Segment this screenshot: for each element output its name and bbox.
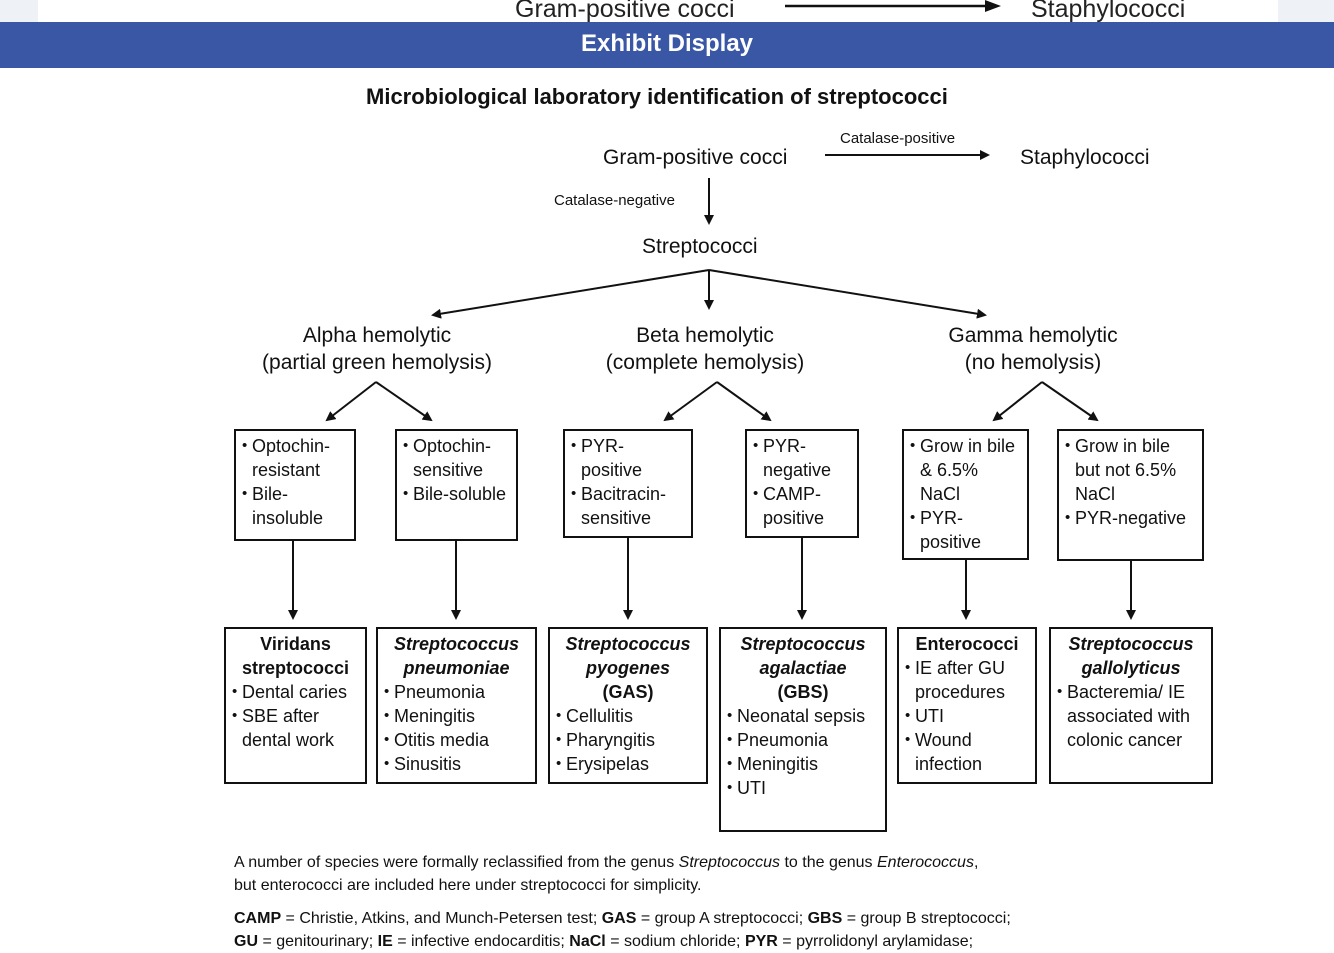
footnote-abbreviations: CAMP = Christie, Atkins, and Munch-Peter… bbox=[234, 907, 1011, 953]
result-item: Pneumonia bbox=[384, 680, 529, 704]
result-name: Streptococcus gallolyticus bbox=[1068, 634, 1194, 678]
top-scroll-strip: Gram-positive cocci Staphylococci bbox=[0, 0, 1334, 22]
abbr-key: IE bbox=[377, 933, 393, 950]
test-item: Grow in bile but not 6.5% NaCl bbox=[1065, 434, 1196, 506]
result-item: UTI bbox=[727, 776, 879, 800]
node-gamma-hemolytic: Gamma hemolytic (no hemolysis) bbox=[922, 322, 1144, 376]
footnote-reclassification: A number of species were formally reclas… bbox=[234, 851, 978, 897]
result-box-pyogenes: Streptococcus pyogenes (GAS) Cellulitis … bbox=[548, 627, 708, 784]
test-box-gamma-bile-only: Grow in bile but not 6.5% NaClPYR-negati… bbox=[1057, 429, 1204, 561]
abbr-text: = group A streptococci; bbox=[636, 910, 808, 927]
result-item: Neonatal sepsis bbox=[727, 704, 879, 728]
note-genus-entero: Enterococcus bbox=[877, 854, 974, 871]
exhibit-display-header: Exhibit Display bbox=[0, 22, 1334, 68]
abbr-key: GBS bbox=[807, 910, 843, 927]
abbr-text: = pyrrolidonyl arylamidase; bbox=[777, 933, 974, 950]
strip-left-text: Gram-positive cocci bbox=[515, 0, 735, 22]
label-catalase-negative: Catalase-negative bbox=[554, 192, 675, 209]
test-item: Bacitracin-sensitive bbox=[571, 482, 685, 530]
note-text: A number of species were formally reclas… bbox=[234, 854, 679, 871]
test-item: Optochin-sensitive bbox=[403, 434, 510, 482]
result-item: SBE after dental work bbox=[232, 704, 359, 752]
note-text: to the genus bbox=[780, 854, 877, 871]
result-item: UTI bbox=[905, 704, 1029, 728]
test-item: PYR-positive bbox=[571, 434, 685, 482]
test-item: Grow in bile & 6.5% NaCl bbox=[910, 434, 1021, 506]
beta-line2: (complete hemolysis) bbox=[605, 351, 805, 374]
result-item: Meningitis bbox=[727, 752, 879, 776]
node-gram-positive-cocci: Gram-positive cocci bbox=[603, 146, 788, 169]
abbr-text: = sodium chloride; bbox=[605, 933, 745, 950]
abbr-text: = infective endocarditis; bbox=[392, 933, 570, 950]
result-name: Viridans streptococci bbox=[241, 634, 350, 678]
result-box-agalactiae: Streptococcus agalactiae (GBS) Neonatal … bbox=[719, 627, 887, 832]
abbr-text: = genitourinary; bbox=[258, 933, 378, 950]
header-title: Exhibit Display bbox=[580, 30, 754, 57]
test-box-gamma-bile-nacl: Grow in bile & 6.5% NaClPYR-positive bbox=[902, 429, 1029, 560]
figure-title: Microbiological laboratory identificatio… bbox=[366, 84, 948, 109]
test-box-beta-pyr-negative: PYR-negativeCAMP-positive bbox=[745, 429, 859, 538]
note-line2: but enterococci are included here under … bbox=[234, 877, 702, 894]
abbr-text: = group B streptococci; bbox=[842, 910, 1011, 927]
result-name: Streptococcus pyogenes bbox=[565, 634, 691, 678]
result-name: Streptococcus agalactiae bbox=[740, 634, 866, 678]
result-name: Streptococcus pneumoniae bbox=[393, 634, 520, 678]
strip-arrow bbox=[785, 0, 1001, 12]
node-streptococci: Streptococci bbox=[642, 235, 758, 258]
gamma-line2: (no hemolysis) bbox=[964, 351, 1102, 374]
beta-line1: Beta hemolytic bbox=[636, 324, 774, 347]
test-item: CAMP-positive bbox=[753, 482, 851, 530]
abbr-key: PYR bbox=[744, 933, 778, 950]
result-item: Sinusitis bbox=[384, 752, 529, 776]
test-box-alpha-resistant: Optochin-resistantBile-insoluble bbox=[234, 429, 356, 541]
gamma-line1: Gamma hemolytic bbox=[948, 324, 1118, 347]
abbr-key: CAMP bbox=[234, 910, 282, 927]
strip-right-text: Staphylococci bbox=[1031, 0, 1186, 22]
abbr-key: NaCl bbox=[569, 933, 606, 950]
result-box-enterococci: Enterococci IE after GU procedures UTI W… bbox=[897, 627, 1037, 784]
result-item: Erysipelas bbox=[556, 752, 700, 776]
note-text: , bbox=[973, 854, 979, 871]
abbr-key: GU bbox=[234, 933, 258, 950]
strip-left-margin bbox=[0, 0, 38, 22]
test-item: PYR-positive bbox=[910, 506, 1021, 554]
result-item: Otitis media bbox=[384, 728, 529, 752]
result-box-viridans: Viridans streptococci Dental caries SBE … bbox=[224, 627, 367, 784]
result-item: Pneumonia bbox=[727, 728, 879, 752]
test-item: PYR-negative bbox=[1065, 506, 1196, 530]
result-group: (GBS) bbox=[777, 682, 829, 702]
node-beta-hemolytic: Beta hemolytic (complete hemolysis) bbox=[586, 322, 824, 376]
result-box-gallolyticus: Streptococcus gallolyticus Bacteremia/ I… bbox=[1049, 627, 1213, 784]
abbr-key: GAS bbox=[601, 910, 637, 927]
label-catalase-positive: Catalase-positive bbox=[840, 130, 956, 147]
result-item: Wound infection bbox=[905, 728, 1029, 776]
result-item: Cellulitis bbox=[556, 704, 700, 728]
result-item: Meningitis bbox=[384, 704, 529, 728]
test-item: Optochin-resistant bbox=[242, 434, 348, 482]
test-item: Bile-soluble bbox=[403, 482, 510, 506]
node-staphylococci: Staphylococci bbox=[1020, 146, 1150, 169]
alpha-line2: (partial green hemolysis) bbox=[262, 351, 492, 374]
note-genus-strep: Streptococcus bbox=[678, 854, 781, 871]
result-item: Bacteremia/ IE associated with colonic c… bbox=[1057, 680, 1205, 752]
result-item: Dental caries bbox=[232, 680, 359, 704]
result-name: Enterococci bbox=[915, 634, 1019, 654]
result-group: (GAS) bbox=[602, 682, 654, 702]
test-box-alpha-sensitive: Optochin-sensitiveBile-soluble bbox=[395, 429, 518, 541]
node-alpha-hemolytic: Alpha hemolytic (partial green hemolysis… bbox=[246, 322, 508, 376]
result-item: IE after GU procedures bbox=[905, 656, 1029, 704]
strip-right-margin bbox=[1278, 0, 1334, 22]
result-box-pneumoniae: Streptococcus pneumoniae Pneumonia Menin… bbox=[376, 627, 537, 784]
abbr-text: = Christie, Atkins, and Munch-Petersen t… bbox=[281, 910, 602, 927]
test-box-beta-pyr-positive: PYR-positiveBacitracin-sensitive bbox=[563, 429, 693, 538]
result-item: Pharyngitis bbox=[556, 728, 700, 752]
alpha-line1: Alpha hemolytic bbox=[302, 324, 452, 347]
test-item: PYR-negative bbox=[753, 434, 851, 482]
test-item: Bile-insoluble bbox=[242, 482, 348, 530]
